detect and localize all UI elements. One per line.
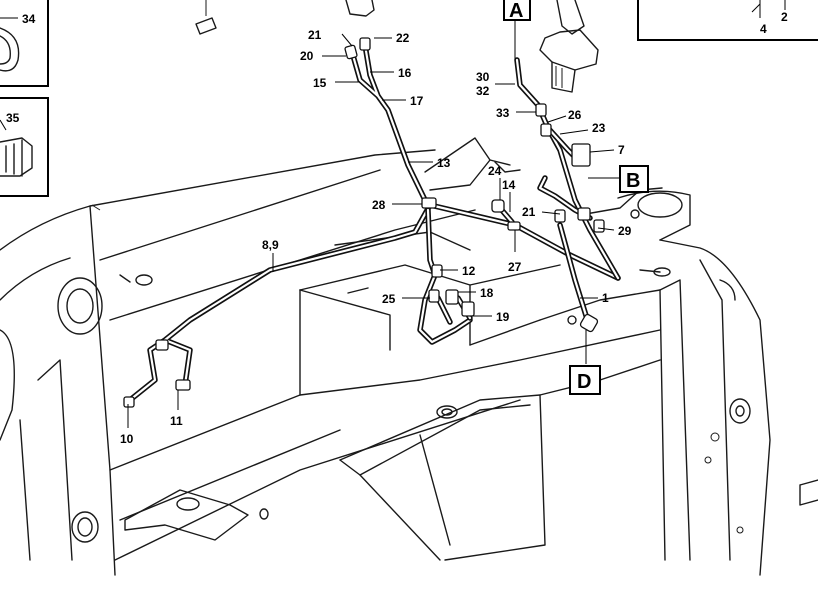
callout-13: 13 [437,156,451,170]
callout-21-mid: 21 [522,205,536,219]
svg-text:D: D [577,371,591,393]
callout-29: 29 [618,224,632,238]
inset-frame-34 [0,0,49,87]
callout-1: 1 [602,291,609,305]
callout-30: 30 [476,70,490,84]
inset-frame-35 [0,97,49,197]
callout-8-9: 8,9 [262,238,279,252]
callout-27: 27 [508,260,522,274]
callout-22: 22 [396,31,410,45]
callout-21-top: 21 [308,28,322,42]
callout-16: 16 [398,66,412,80]
callout-20: 20 [300,49,314,63]
svg-text:B: B [626,170,640,192]
svg-text:A: A [509,0,523,22]
inset-frame-top-right [637,0,818,41]
callout-26: 26 [568,108,582,122]
callout-12: 12 [462,264,476,278]
callout-18: 18 [480,286,494,300]
callout-28: 28 [372,198,386,212]
callout-4: 4 [760,22,767,36]
callout-numbers: 21 22 20 16 15 17 13 28 8,9 12 25 18 19 … [6,10,788,446]
callout-7: 7 [618,143,625,157]
leader-lines [0,17,620,428]
machine-frame [0,137,818,576]
callout-15: 15 [313,76,327,90]
callout-2: 2 [781,10,788,24]
callout-17: 17 [410,94,424,108]
callout-14: 14 [502,178,516,192]
control-lever [539,0,599,93]
callout-33: 33 [496,106,510,120]
callout-34: 34 [22,12,36,26]
callout-19: 19 [496,310,510,324]
callout-25: 25 [382,292,396,306]
view-label-a: A [503,0,531,22]
callout-35: 35 [6,111,20,125]
view-label-b: B [619,165,649,193]
callout-24: 24 [488,164,502,178]
view-label-d: D [569,365,601,395]
wiring-harnesses [127,42,621,403]
callout-32: 32 [476,84,490,98]
callout-11: 11 [170,414,183,428]
callout-23: 23 [592,121,606,135]
callout-10: 10 [120,432,134,446]
top-connector-left [195,0,375,35]
connectors [123,37,605,408]
